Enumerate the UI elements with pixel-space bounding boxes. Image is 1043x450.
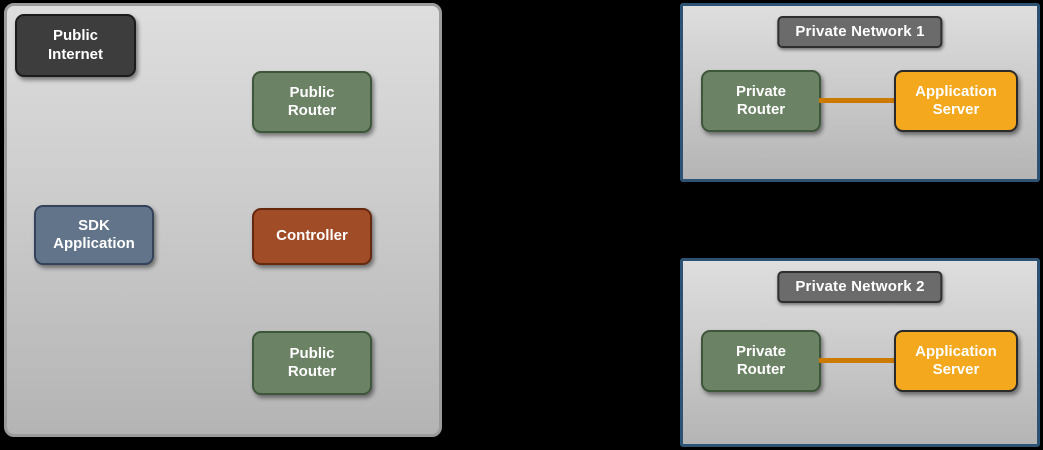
private-network-1-panel: Private Network 1 Private Router Applica… — [680, 3, 1040, 182]
node-private-router-2[interactable]: Private Router — [701, 330, 821, 392]
node-application-server-2[interactable]: Application Server — [894, 330, 1018, 392]
node-public-router-bottom[interactable]: Public Router — [252, 331, 372, 395]
private-network-2-panel: Private Network 2 Private Router Applica… — [680, 258, 1040, 447]
link-private-router-2-to-application-server-2 — [819, 358, 898, 363]
node-public-internet[interactable]: Public Internet — [15, 14, 136, 77]
node-private-router-1[interactable]: Private Router — [701, 70, 821, 132]
node-controller[interactable]: Controller — [252, 208, 372, 265]
public-internet-panel: Public Internet Public Router SDK Applic… — [4, 3, 442, 437]
node-sdk-application[interactable]: SDK Application — [34, 205, 154, 265]
link-private-router-1-to-application-server-1 — [819, 98, 898, 103]
node-public-router-top[interactable]: Public Router — [252, 71, 372, 133]
private-network-1-title: Private Network 1 — [777, 16, 943, 48]
private-network-2-title: Private Network 2 — [777, 271, 943, 303]
node-application-server-1[interactable]: Application Server — [894, 70, 1018, 132]
